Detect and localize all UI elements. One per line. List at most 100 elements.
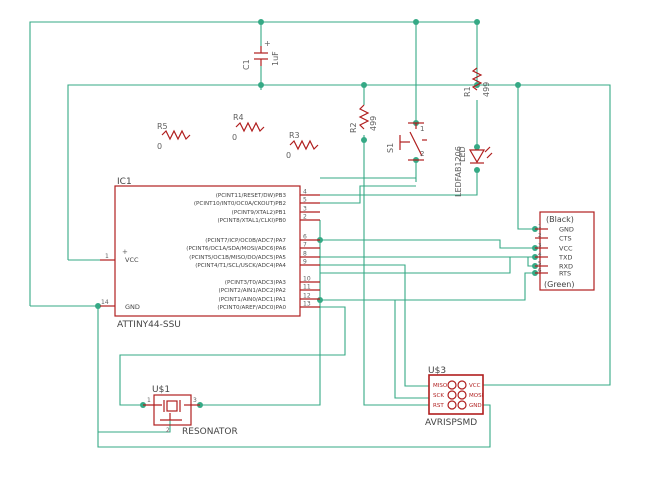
ftdi-pin-number: 5 xyxy=(538,261,542,267)
resonator-u1: U$1 RESONATOR 1 2 3 xyxy=(143,385,238,437)
ftdi-bottom-label: (Green) xyxy=(544,280,574,289)
capacitor-c1: C1 1uF + xyxy=(242,39,280,70)
ftdi-pin-label: RXD xyxy=(559,263,573,271)
u1-pin2: 2 xyxy=(166,427,170,434)
r5-value: 0 xyxy=(157,142,162,151)
ic1-pin-number: 13 xyxy=(303,301,311,308)
ic1-gnd-label: GND xyxy=(125,303,140,311)
c1-plus: + xyxy=(264,39,271,48)
r2-value: 499 xyxy=(369,116,378,131)
u3-right-pin-label: GND xyxy=(469,403,482,409)
ftdi-pin-number: 6 xyxy=(538,268,542,274)
ftdi-pin-number: 4 xyxy=(538,252,542,258)
ic1-pin-number: 12 xyxy=(303,293,311,300)
ftdi-top-label: (Black) xyxy=(546,215,574,224)
ic1-pin-number: 4 xyxy=(303,189,307,196)
ftdi-pin-number: 3 xyxy=(538,243,542,249)
ic1-pin-label: (PCINT7/ICP/OC0B/ADC7)PA7 xyxy=(205,238,286,244)
ic1-pin-list: (PCINT11/RESET/DW)PB3 4 (PCINT10/INT0/OC0A… xyxy=(186,189,320,311)
ic1-attiny44: IC1 ATTINY44-SSU VCC GND + 1 14 (PCINT11… xyxy=(100,177,320,330)
ic1-pin-number: 10 xyxy=(303,276,311,283)
u3-pad xyxy=(447,400,457,410)
resistor-r4: R4 0 xyxy=(232,113,265,142)
u1-name: U$1 xyxy=(152,385,170,395)
u1-value: RESONATOR xyxy=(182,427,238,437)
u3-pin-list: MISO SCK RST VCC MOSI GND xyxy=(433,380,484,410)
led: LED LEDFAB1206 xyxy=(454,146,493,197)
switch-s1: S1 1 2 xyxy=(386,122,427,161)
u3-right-pin-label: VCC xyxy=(469,383,481,389)
u3-pad xyxy=(457,400,467,410)
ftdi-pin-label: GND xyxy=(559,226,574,234)
ic1-pin-label: (PCINT6/OC1A/SDA/MOSI/ADC6)PA6 xyxy=(186,246,286,252)
ic1-pin-number: 6 xyxy=(303,234,307,241)
u1-pin1: 1 xyxy=(147,397,151,404)
s1-name: S1 xyxy=(386,143,395,153)
ic1-pin-number: 5 xyxy=(303,197,307,204)
c1-value: 1uF xyxy=(271,51,280,66)
resistor-r5: R5 0 xyxy=(157,122,191,151)
junctions xyxy=(95,19,538,408)
ftdi-pin-number: 1 xyxy=(538,224,542,230)
r4-name: R4 xyxy=(233,113,244,122)
ic1-pin-number: 7 xyxy=(303,242,307,249)
r4-value: 0 xyxy=(232,133,237,142)
c1-name: C1 xyxy=(242,59,251,70)
ic1-gnd-pin-num: 14 xyxy=(101,299,109,306)
ic1-pin-label: (PCINT1/AIN0/ADC1)PA1 xyxy=(219,297,287,303)
ic1-pin-label: (PCINT0/AREF/ADC0)PA0 xyxy=(217,305,286,311)
ftdi-pin-number: 2 xyxy=(538,233,542,239)
u3-pad xyxy=(457,390,467,400)
led-value: LEDFAB1206 xyxy=(454,146,463,197)
header-u3-avrisp: U$3 AVRISPSMD MISO SCK RST VCC MOSI GND xyxy=(425,366,484,428)
resistor-r1: R1 499 xyxy=(463,67,491,97)
r1-name: R1 xyxy=(463,86,472,97)
u3-left-pin-label: RST xyxy=(433,403,444,409)
u3-name: U$3 xyxy=(428,366,446,376)
ic1-pin-label: (PCINT11/RESET/DW)PB3 xyxy=(216,193,287,199)
ftdi-pin-label: VCC xyxy=(559,245,573,253)
r3-name: R3 xyxy=(289,131,300,140)
u3-right-pin-label: MOSI xyxy=(469,393,484,399)
ic1-pin-number: 9 xyxy=(303,259,307,266)
ic1-vcc-label: VCC xyxy=(125,256,139,264)
u3-pad xyxy=(447,380,457,390)
ic1-pin-label: (PCINT9/XTAL2)PB1 xyxy=(232,210,287,216)
u3-pad xyxy=(447,390,457,400)
resistor-r2: R2 499 xyxy=(349,104,378,133)
ic1-pin-number: 3 xyxy=(303,206,307,213)
ic1-pin-label: (PCINT3/T0/ADC3)PA3 xyxy=(225,280,287,286)
led-name: LED xyxy=(458,146,467,162)
ic1-vcc-pin-num: 1 xyxy=(105,253,109,260)
u1-pin3: 3 xyxy=(193,397,197,404)
ic1-pin-number: 11 xyxy=(303,284,311,291)
s1-pin2: 2 xyxy=(420,150,424,158)
ic1-pin-label: (PCINT2/AIN1/ADC2)PA2 xyxy=(219,288,286,294)
s1-pin1: 1 xyxy=(420,125,424,133)
ic1-pin-label: (PCINT8/XTAL1/CLKI)PB0 xyxy=(217,218,286,224)
u3-value: AVRISPSMD xyxy=(425,418,477,428)
ic1-pin-label: (PCINT10/INT0/OC0A/CKOUT)PB2 xyxy=(194,201,286,207)
ic1-name: IC1 xyxy=(117,177,132,187)
ic1-plus-mark: + xyxy=(122,248,128,256)
ic1-pin-number: 2 xyxy=(303,214,307,221)
ftdi-pin-label: RTS xyxy=(559,270,571,278)
r1-value: 499 xyxy=(482,82,491,97)
ftdi-pin-label: CTS xyxy=(559,235,572,243)
r3-value: 0 xyxy=(286,151,291,160)
u3-pad xyxy=(457,380,467,390)
ic1-pin-label: (PCINT4/T1/SCL/USCK/ADC4)PA4 xyxy=(195,263,286,269)
u3-left-pin-label: SCK xyxy=(433,393,444,399)
ic1-pin-number: 8 xyxy=(303,251,307,258)
ic1-pin-label: (PCINT5/OC1B/MISO/DO/ADC5)PA5 xyxy=(189,255,286,261)
ic1-value: ATTINY44-SSU xyxy=(117,320,181,330)
ftdi-pin-label: TXD xyxy=(558,254,572,262)
r2-name: R2 xyxy=(349,122,358,133)
r5-name: R5 xyxy=(157,122,168,131)
wires xyxy=(29,21,611,448)
resistor-r3: R3 0 xyxy=(286,131,319,160)
u3-left-pin-label: MISO xyxy=(433,383,448,389)
